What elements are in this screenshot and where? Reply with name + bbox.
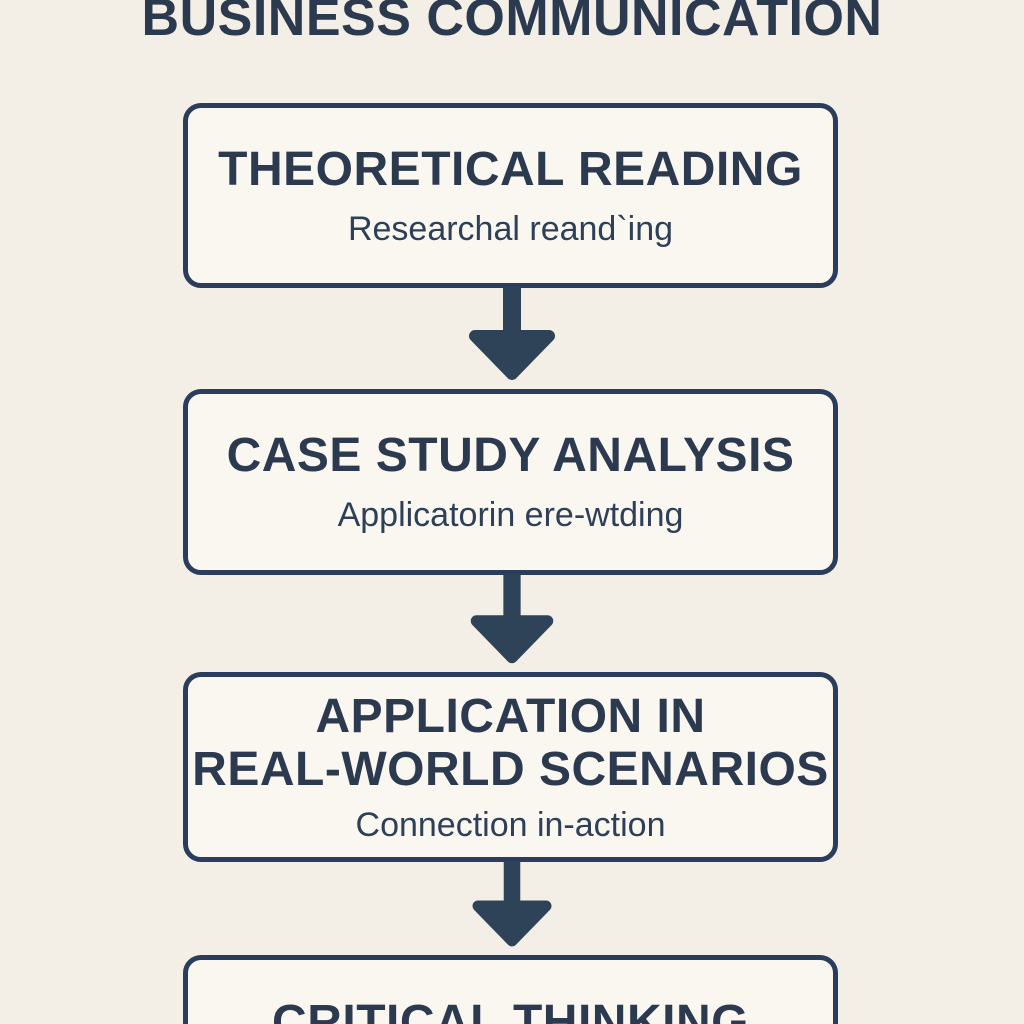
step-heading: THEORETICAL READING (218, 142, 803, 196)
arrow-down-icon (462, 861, 562, 951)
flow-step-case-study-analysis: CASE STUDY ANALYSIS Applicatorin ere-wtd… (183, 389, 838, 575)
step-subtext: Researchal reand`ing (347, 209, 674, 248)
step-heading: APPLICATION IN REAL-WORLD SCENARIOS (192, 689, 829, 797)
flow-step-theoretical-reading: THEORETICAL READING Researchal reand`ing (183, 103, 838, 288)
arrow-down-icon (462, 574, 562, 668)
step-subtext: Connection in-action (355, 806, 666, 845)
page-title: BUSINESS COMMUNICATION (141, 0, 883, 47)
flow-step-critical-thinking: CRITICAL THINKING (183, 955, 838, 1024)
step-subtext: Applicatorin ere-wtding (337, 496, 684, 535)
step-heading: CRITICAL THINKING (272, 996, 749, 1024)
step-heading: CASE STUDY ANALYSIS (226, 429, 795, 483)
arrow-down-icon (462, 287, 562, 385)
flow-step-application-real-world: APPLICATION IN REAL-WORLD SCENARIOS Conn… (183, 672, 838, 862)
